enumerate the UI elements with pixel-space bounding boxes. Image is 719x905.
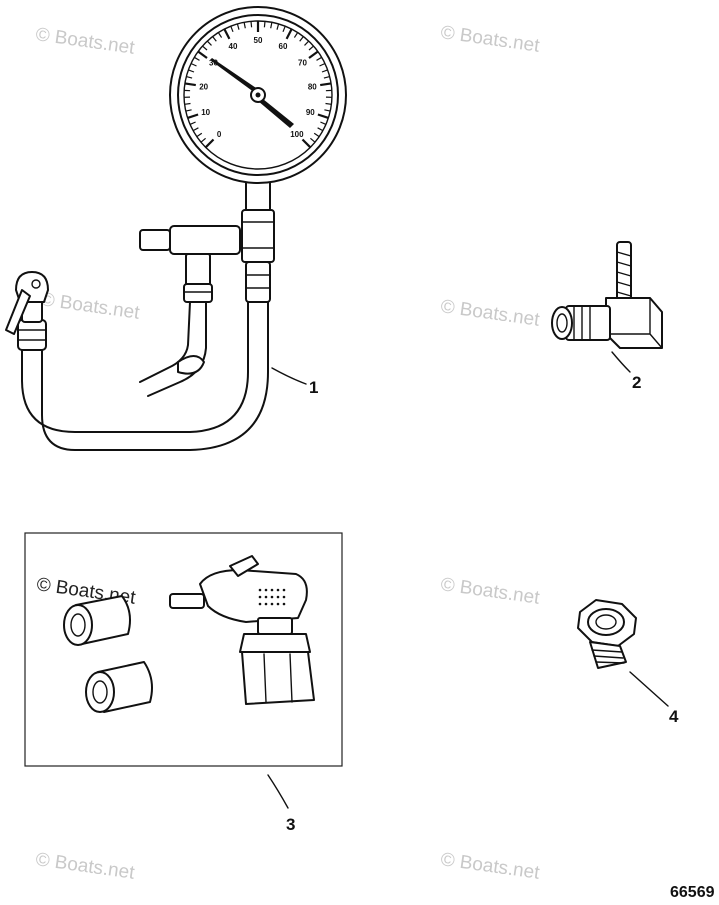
gauge-minor-tick [230,25,234,33]
gauge-minor-tick [317,127,324,132]
gauge-minor-tick [310,137,316,143]
gauge-minor-tick [236,23,240,30]
gauge-minor-tick [189,121,196,125]
gauge-label: 30 [209,59,218,68]
gauge-minor-tick [250,21,253,28]
watermark-mid-left: © Boats.net [39,289,141,324]
gauge-minor-tick [185,109,192,112]
gauge-minor-tick [293,32,299,38]
callout-2: 2 [632,373,641,392]
figure-number: 66569 [670,884,715,901]
gauge-minor-tick [324,109,331,112]
callout-1: 1 [309,378,318,397]
gauge-minor-tick [282,25,286,33]
gauge-minor-tick [196,132,203,138]
callout-3: 3 [286,815,295,834]
callout-4: 4 [669,707,679,726]
watermark-lower-right: © Boats.net [439,574,541,609]
gauge-label: 50 [254,36,263,45]
gauge-minor-tick [270,22,273,29]
gauge-major-tick [204,138,215,149]
gauge-minor-tick [263,21,266,28]
gauge-major-tick [223,28,231,40]
leader-2 [611,351,631,373]
chuck-grip-dots [258,588,286,606]
gauge-minor-tick [192,127,199,132]
leader-4 [629,671,669,707]
gauge-major-tick [317,113,329,119]
gauge-minor-tick [212,36,217,42]
gauge-needle-tail [210,58,262,95]
gauge-minor-tick [325,102,332,105]
gauge-minor-tick [323,76,330,79]
gauge-minor-tick [190,62,197,67]
gauge-major-tick [285,28,293,40]
gauge-minor-tick [313,132,320,138]
gauge-label: 70 [298,59,307,68]
part-2-elbow-fitting: 2 [551,241,663,392]
gauge-minor-tick [186,76,193,79]
gauge-minor-tick [188,69,195,73]
gauge-major-tick [187,113,199,119]
gauge-minor-tick [304,40,310,46]
gauge-label: 90 [306,108,315,117]
part-1-pressure-gauge-assembly: 0 10 20 30 40 50 60 70 80 90 100 1 [5,6,347,451]
gauge-ticks [183,21,333,149]
gauge-minor-tick [217,32,223,38]
gauge-minor-tick [200,137,206,143]
part-4-reducer-bushing: 4 [577,599,679,726]
gauge-label: 100 [290,130,304,139]
gauge-label: 0 [217,130,222,139]
watermark-bottom-right: © Boats.net [439,849,541,884]
gauge-minor-tick [184,102,191,105]
gauge-major-tick [197,50,208,59]
gauge-label: 20 [199,82,208,91]
gauge-minor-tick [206,40,212,46]
part-3-kit-box: © Boats.net 3 [24,532,343,834]
gauge-needle-tip [258,95,294,128]
gauge-minor-tick [308,45,314,51]
gauge-minor-tick [193,56,200,61]
gauge-minor-tick [276,23,280,30]
gauge-labels: 0 10 20 30 40 50 60 70 80 90 100 [199,36,317,139]
gauge-minor-tick [319,62,326,67]
watermark-bottom-left: © Boats.net [34,849,136,884]
gauge-label: 60 [279,42,288,51]
gauge-label: 10 [201,108,210,117]
gauge-minor-tick [299,36,304,42]
watermark-top-right: © Boats.net [439,22,541,57]
gauge-minor-tick [316,56,323,61]
kit-frame [24,532,343,767]
gauge-minor-tick [321,69,328,73]
watermark-top-left: © Boats.net [34,24,136,59]
leader-1 [271,367,307,385]
gauge-minor-tick [243,22,246,29]
gauge-major-tick [308,50,319,59]
watermark-mid-right: © Boats.net [439,296,541,331]
gauge-label: 40 [229,42,238,51]
gauge-major-tick [301,138,312,149]
gauge-major-tick [184,82,196,87]
gauge-label: 80 [308,82,317,91]
gauge-major-tick [320,82,332,87]
leader-3 [267,774,289,809]
gauge-minor-tick [320,121,327,125]
gauge-minor-tick [202,45,208,51]
